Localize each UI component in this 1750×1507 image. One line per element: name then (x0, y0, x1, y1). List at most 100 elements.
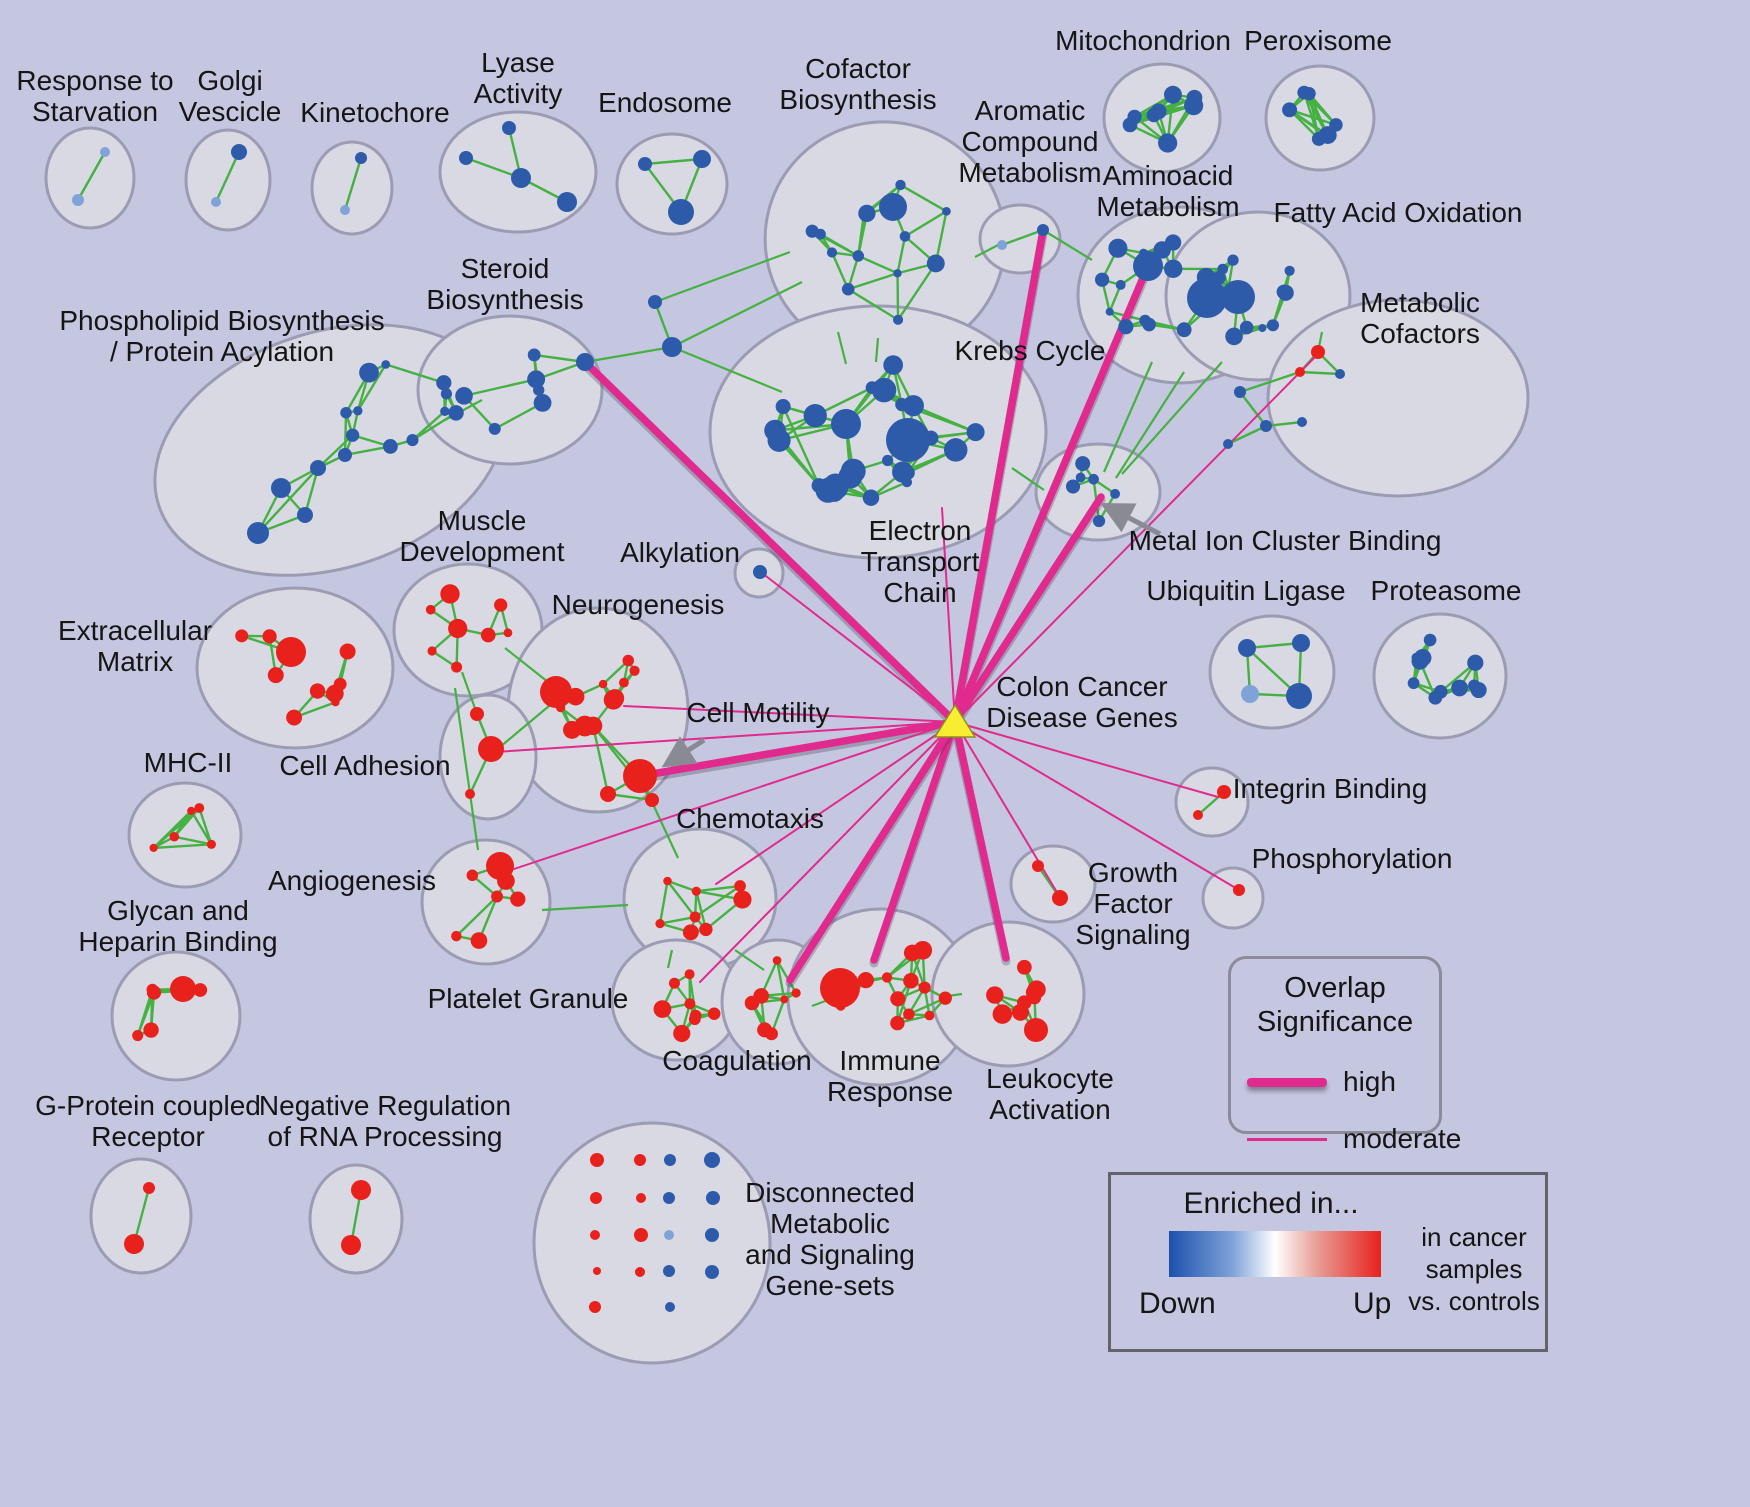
gene-set-node-mitochondrion[interactable] (1146, 107, 1161, 123)
gene-set-node-chemotaxis[interactable] (699, 922, 713, 937)
gene-set-node-metal-ion-cluster-binding[interactable] (1075, 472, 1086, 483)
gene-set-node-aminoacid-metabolism[interactable] (1115, 279, 1126, 290)
gene-set-node-metal-ion-cluster-binding[interactable] (1088, 473, 1099, 485)
gene-set-node-phospholipid-biosynthesis[interactable] (310, 460, 326, 476)
gene-set-node-lyase-activity[interactable] (502, 121, 516, 135)
gene-set-node-phospholipid-biosynthesis[interactable] (440, 406, 450, 417)
gene-set-node-mitochondrion[interactable] (1163, 85, 1182, 104)
gene-set-node-aminoacid-metabolism[interactable] (1176, 322, 1192, 338)
gene-set-node-extracellular-matrix[interactable] (262, 629, 277, 644)
gene-set-node-endosome[interactable] (638, 157, 652, 171)
gene-set-node-electron-transport-chain[interactable] (822, 473, 849, 500)
gene-set-node-response-to-starvation[interactable] (100, 147, 110, 157)
gene-set-node-immune-response[interactable] (890, 1015, 905, 1031)
gene-set-node-leukocyte-activation[interactable] (992, 1004, 1013, 1024)
gene-set-node-ubiquitin-ligase[interactable] (1238, 639, 1256, 657)
gene-set-node-neurogenesis[interactable] (583, 716, 603, 736)
gene-set-node-angiogenesis[interactable] (497, 872, 515, 890)
gene-set-node-metabolic-junction[interactable] (648, 295, 662, 309)
gene-set-node-aminoacid-metabolism[interactable] (1108, 238, 1128, 258)
gene-set-node-electron-transport-chain[interactable] (882, 454, 894, 467)
gene-set-node-muscle-development[interactable] (440, 584, 460, 604)
gene-set-node-electron-transport-chain[interactable] (966, 423, 985, 442)
gene-set-node-neurogenesis[interactable] (598, 679, 608, 689)
gene-set-node-platelet-granule[interactable] (653, 1000, 672, 1018)
gene-set-node-metabolic-cofactors[interactable] (1335, 369, 1345, 379)
gene-set-node-steroid-biosynthesis[interactable] (455, 387, 473, 405)
gene-set-node-immune-response[interactable] (857, 971, 874, 989)
gene-set-node-proteasome[interactable] (1407, 677, 1420, 690)
gene-set-node-integrin-binding[interactable] (1193, 810, 1203, 820)
gene-set-node-mhc-ii[interactable] (187, 806, 196, 815)
gene-set-node-metabolic-junction[interactable] (662, 337, 682, 357)
gene-set-node-disconnected-gene-sets[interactable] (663, 1192, 675, 1204)
gene-set-node-metabolic-cofactors[interactable] (1234, 386, 1246, 398)
gene-set-node-chemotaxis[interactable] (655, 918, 665, 929)
gene-set-node-proteasome[interactable] (1411, 652, 1429, 670)
gene-set-node-growth-factor-signaling[interactable] (1032, 860, 1044, 872)
gene-set-node-muscle-development[interactable] (448, 618, 468, 639)
gene-set-node-extracellular-matrix[interactable] (267, 667, 284, 684)
gene-set-node-neurogenesis[interactable] (566, 687, 585, 706)
gene-set-node-electron-transport-chain[interactable] (886, 418, 930, 462)
gene-set-node-peroxisome[interactable] (1282, 102, 1298, 118)
gene-set-node-metabolic-cofactors[interactable] (1223, 439, 1233, 449)
gene-set-node-phospholipid-biosynthesis[interactable] (440, 388, 453, 400)
gene-set-node-fatty-acid-oxidation[interactable] (1239, 320, 1254, 335)
gene-set-node-leukocyte-activation[interactable] (1011, 1003, 1029, 1021)
gene-set-node-cofactor-biosynthesis[interactable] (852, 250, 865, 262)
gene-set-node-disconnected-gene-sets[interactable] (665, 1302, 675, 1312)
gene-set-node-glycan-heparin-binding[interactable] (193, 983, 208, 997)
gene-set-node-muscle-development[interactable] (451, 661, 463, 673)
gene-set-node-immune-response[interactable] (847, 978, 860, 991)
gene-set-node-electron-transport-chain[interactable] (883, 355, 904, 375)
gene-set-node-chemotaxis[interactable] (734, 880, 746, 892)
gene-set-node-lyase-activity[interactable] (511, 168, 531, 188)
gene-set-node-disconnected-gene-sets[interactable] (706, 1191, 720, 1205)
gene-set-node-phospholipid-biosynthesis[interactable] (247, 522, 269, 544)
gene-set-node-disconnected-gene-sets[interactable] (590, 1153, 604, 1167)
gene-set-node-proteasome[interactable] (1470, 681, 1487, 699)
gene-set-node-proteasome[interactable] (1451, 679, 1468, 697)
gene-set-node-angiogenesis[interactable] (491, 890, 504, 903)
gene-set-node-aminoacid-metabolism[interactable] (1187, 278, 1227, 318)
gene-set-node-disconnected-gene-sets[interactable] (663, 1265, 675, 1277)
gene-set-node-integrin-binding[interactable] (1217, 785, 1231, 799)
gene-set-node-electron-transport-chain[interactable] (865, 381, 879, 394)
gene-set-node-electron-transport-chain[interactable] (944, 438, 968, 462)
gene-set-node-neurogenesis[interactable] (629, 665, 640, 676)
gene-set-node-cofactor-biosynthesis[interactable] (899, 231, 911, 242)
gene-set-node-g-protein-coupled-receptor[interactable] (143, 1182, 155, 1194)
gene-set-node-metabolic-cofactors[interactable] (1260, 420, 1272, 432)
gene-set-node-electron-transport-chain[interactable] (862, 489, 880, 506)
gene-set-node-mitochondrion[interactable] (1158, 133, 1178, 153)
gene-set-node-mhc-ii[interactable] (194, 803, 205, 813)
gene-set-node-platelet-granule[interactable] (684, 969, 695, 980)
gene-set-node-electron-transport-chain[interactable] (775, 399, 791, 415)
gene-set-node-fatty-acid-oxidation[interactable] (1258, 324, 1267, 333)
gene-set-node-phospholipid-biosynthesis[interactable] (448, 405, 464, 421)
gene-set-node-mhc-ii[interactable] (169, 831, 180, 842)
gene-set-node-aromatic-compound-metabolism[interactable] (997, 240, 1007, 250)
gene-set-node-disconnected-gene-sets[interactable] (590, 1192, 602, 1204)
gene-set-node-disconnected-gene-sets[interactable] (590, 1230, 600, 1240)
gene-set-node-extracellular-matrix[interactable] (339, 643, 356, 660)
gene-set-node-coagulation[interactable] (772, 956, 782, 965)
gene-set-node-immune-response[interactable] (903, 1008, 915, 1020)
gene-set-node-mhc-ii[interactable] (149, 843, 158, 853)
gene-set-node-fatty-acid-oxidation[interactable] (1196, 267, 1216, 287)
gene-set-node-cofactor-biosynthesis[interactable] (926, 254, 945, 273)
gene-set-node-phospholipid-biosynthesis[interactable] (271, 478, 291, 498)
gene-set-node-neurogenesis[interactable] (540, 676, 572, 708)
gene-set-node-aminoacid-metabolism[interactable] (1118, 319, 1134, 335)
gene-set-node-cell-adhesion[interactable] (465, 789, 475, 799)
gene-set-node-metabolic-cofactors[interactable] (1311, 345, 1325, 359)
gene-set-node-fatty-acid-oxidation[interactable] (1212, 271, 1226, 285)
gene-set-node-phospholipid-biosynthesis[interactable] (436, 375, 452, 391)
gene-set-node-phospholipid-biosynthesis[interactable] (381, 360, 391, 369)
gene-set-node-ubiquitin-ligase[interactable] (1241, 685, 1259, 703)
gene-set-node-steroid-biosynthesis[interactable] (576, 353, 594, 371)
gene-set-node-steroid-biosynthesis[interactable] (527, 370, 546, 389)
gene-set-node-ubiquitin-ligase[interactable] (1286, 683, 1312, 709)
gene-set-node-glycan-heparin-binding[interactable] (146, 985, 162, 1000)
